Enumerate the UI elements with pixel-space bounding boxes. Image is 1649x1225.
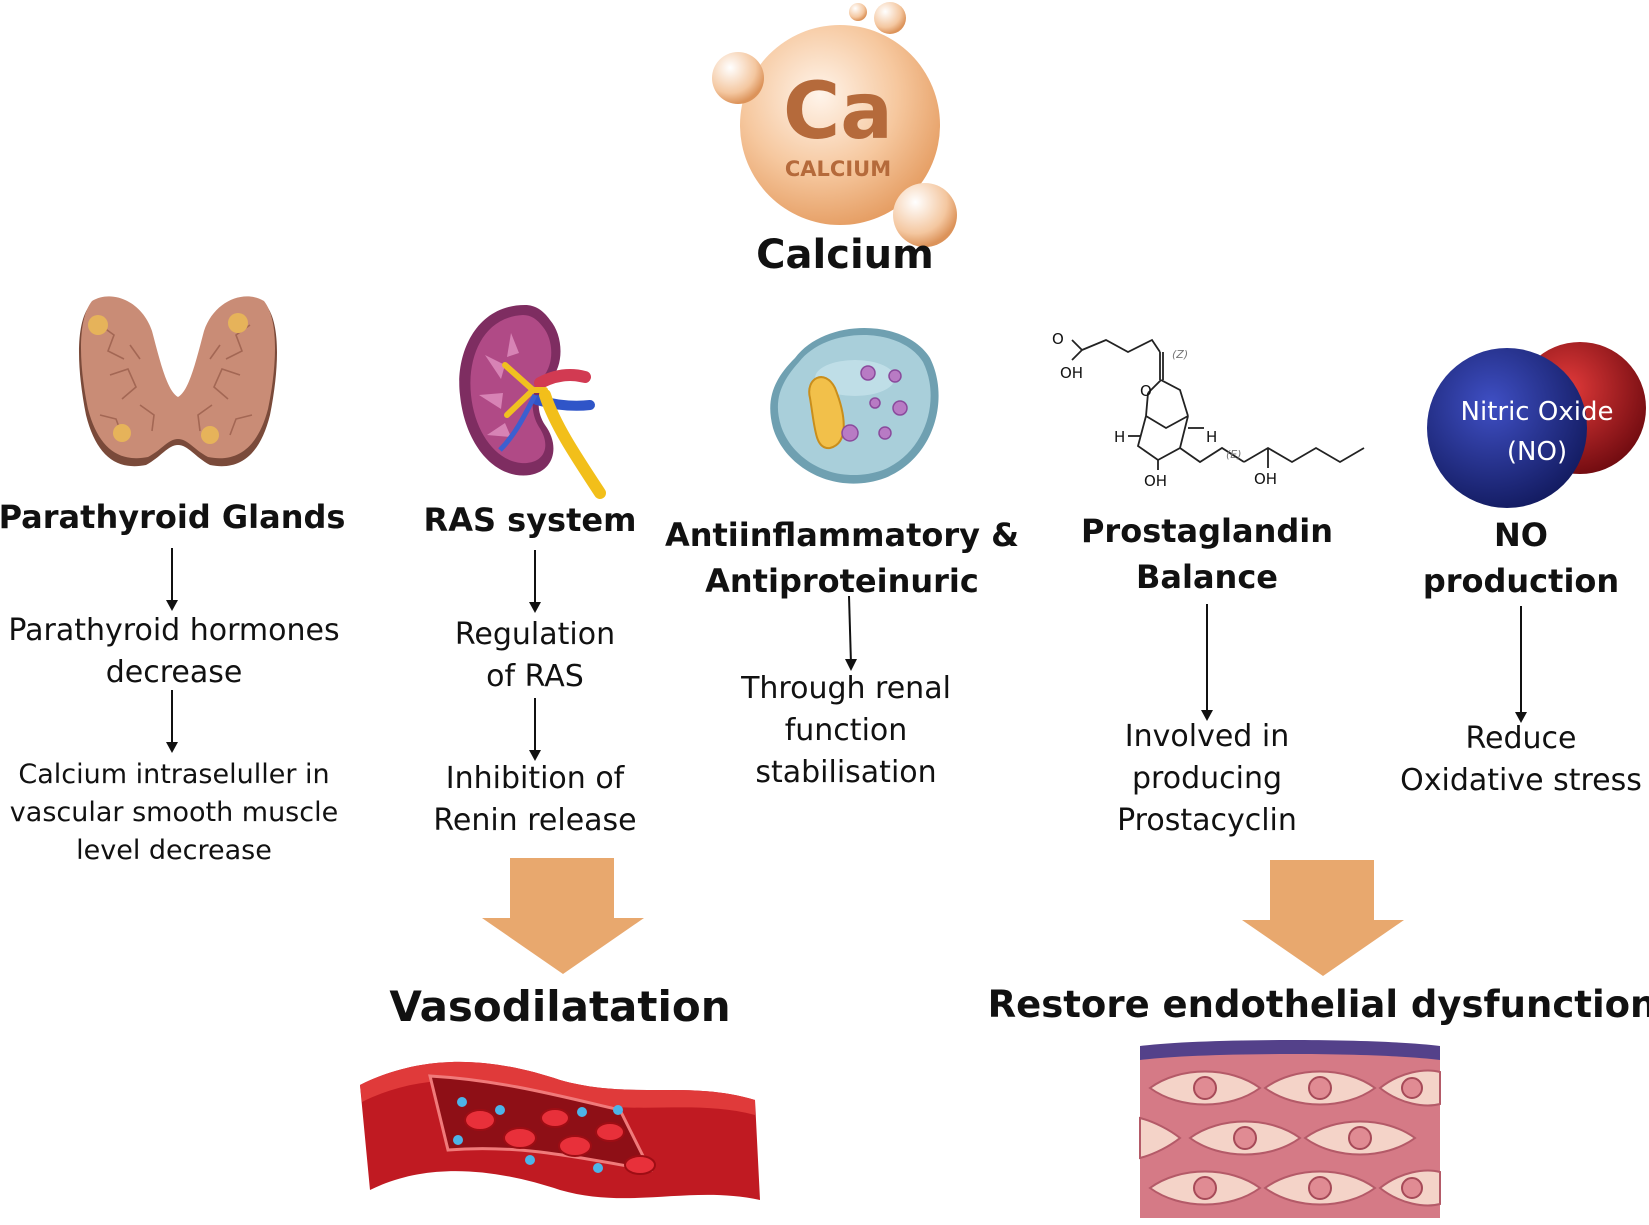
prostaglandin-step1: Involved in producing Prostacyclin (1117, 719, 1297, 838)
thyroid-gland-icon (79, 296, 277, 467)
calcium-symbol: Ca (783, 67, 893, 157)
svg-text:O: O (1140, 382, 1152, 400)
parathyroid-step1: Parathyroid hormones decrease (8, 613, 340, 690)
arrow-down-icon (166, 548, 178, 611)
no-title: NO production (1422, 516, 1620, 600)
no-step1: Reduce Oxidative stress (1400, 721, 1642, 798)
svg-text:H: H (1114, 428, 1125, 446)
svg-text:(E): (E) (1226, 448, 1242, 461)
svg-text:OH: OH (1254, 470, 1277, 488)
kidney-icon (459, 305, 606, 499)
calcium-name: CALCIUM (785, 157, 891, 181)
svg-text:OH: OH (1060, 364, 1083, 382)
svg-text:(NO): (NO) (1507, 437, 1567, 467)
endothelial-tissue-icon (1139, 1040, 1441, 1218)
prostaglandin-title: Prostaglandin Balance (1080, 512, 1334, 596)
calcium-orb-icon: Ca CALCIUM (712, 2, 957, 247)
arrow-down-icon (1515, 606, 1527, 723)
arrow-down-icon (529, 698, 541, 761)
svg-text:Nitric Oxide: Nitric Oxide (1461, 397, 1614, 427)
anti-step1: Through renal function stabilisation (741, 671, 951, 790)
arrow-down-icon (845, 596, 857, 671)
outcome-vasodilatation: Vasodilatation (389, 982, 731, 1031)
prostaglandin-molecule-icon: O OH O H H OH OH (Z) (E) (1052, 330, 1365, 490)
svg-text:(Z): (Z) (1172, 348, 1188, 361)
outcome-arrow-right-icon (1242, 860, 1404, 976)
nitric-oxide-molecule-icon: Nitric Oxide (NO) (1427, 342, 1646, 508)
arrow-down-icon (1201, 604, 1213, 721)
svg-text:OH: OH (1144, 472, 1167, 490)
ras-step1: Regulation of RAS (454, 617, 616, 694)
ras-step2: Inhibition of Renin release (433, 761, 637, 838)
cell-icon (770, 328, 939, 484)
page-title: Calcium (756, 232, 934, 278)
parathyroid-step2: Calcium intraseluller in vascular smooth… (9, 759, 339, 866)
parathyroid-title: Parathyroid Glands (0, 498, 346, 536)
outcome-arrow-left-icon (482, 858, 644, 974)
svg-text:H: H (1206, 428, 1217, 446)
outcome-endothelial: Restore endothelial dysfunction (987, 983, 1649, 1026)
svg-text:O: O (1052, 330, 1064, 348)
ras-title: RAS system (423, 501, 637, 539)
arrow-down-icon (166, 690, 178, 753)
blood-vessel-icon (360, 1061, 760, 1200)
arrow-down-icon (529, 550, 541, 613)
anti-title: Antiinflammatory & Antiproteinuric (664, 516, 1020, 600)
